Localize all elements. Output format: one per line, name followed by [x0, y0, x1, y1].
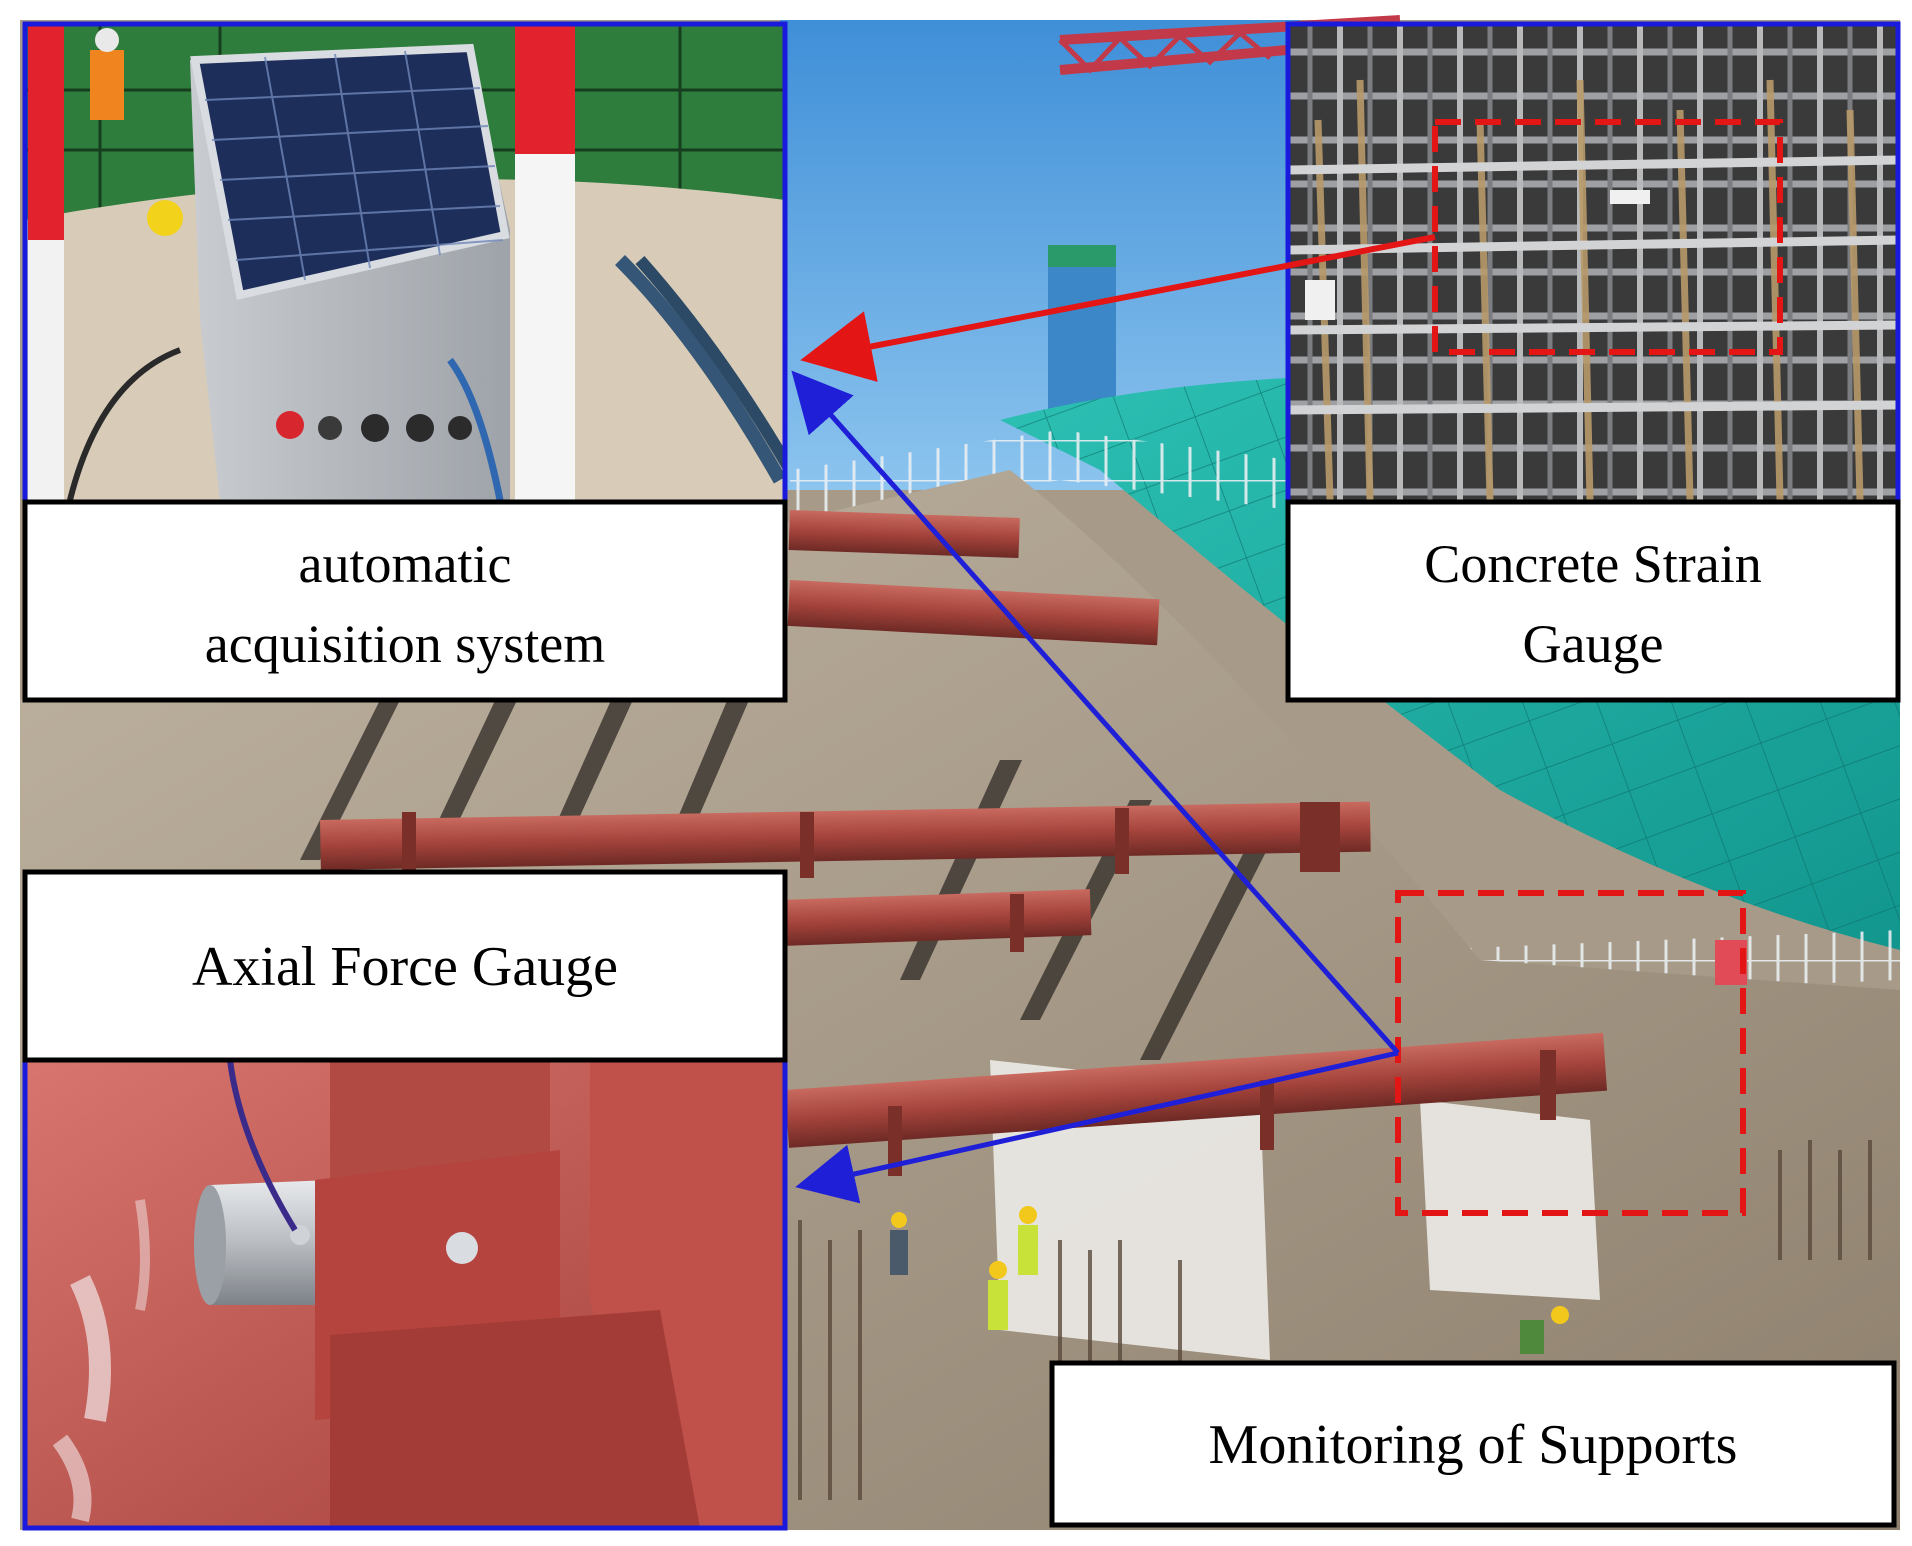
axial-gauge-cylinder [210, 1180, 330, 1305]
label-acquisition-line1: automatic [299, 534, 512, 594]
inset-strain-photo [1285, 21, 1901, 505]
inset-acquisition-photo [22, 21, 788, 505]
support-pipes [320, 510, 1608, 1176]
strain-sensor [1305, 280, 1335, 320]
strain-highlight-box [1432, 119, 1783, 355]
workers [890, 1206, 1569, 1354]
strain-to-acquisition-arrow [800, 234, 1436, 382]
label-strain-line1: Concrete Strain [1424, 534, 1761, 594]
label-acquisition-line2: acquisition system [205, 614, 605, 674]
label-supports: Monitoring of Supports [1049, 1360, 1897, 1528]
label-strain-line2: Gauge [1523, 614, 1664, 674]
support-to-axial-arrow [795, 1050, 1399, 1204]
label-axial-text: Axial Force Gauge [192, 936, 618, 998]
label-supports-text: Monitoring of Supports [1209, 1414, 1738, 1476]
solar-panel [195, 48, 505, 295]
label-axial: Axial Force Gauge [22, 869, 788, 1063]
inset-axial-photo [22, 1057, 788, 1531]
label-acquisition: automatic acquisition system [22, 499, 788, 703]
label-strain: Concrete Strain Gauge [1285, 499, 1901, 703]
support-to-acquisition-arrow [791, 370, 1400, 1055]
arrows [791, 234, 1436, 1204]
